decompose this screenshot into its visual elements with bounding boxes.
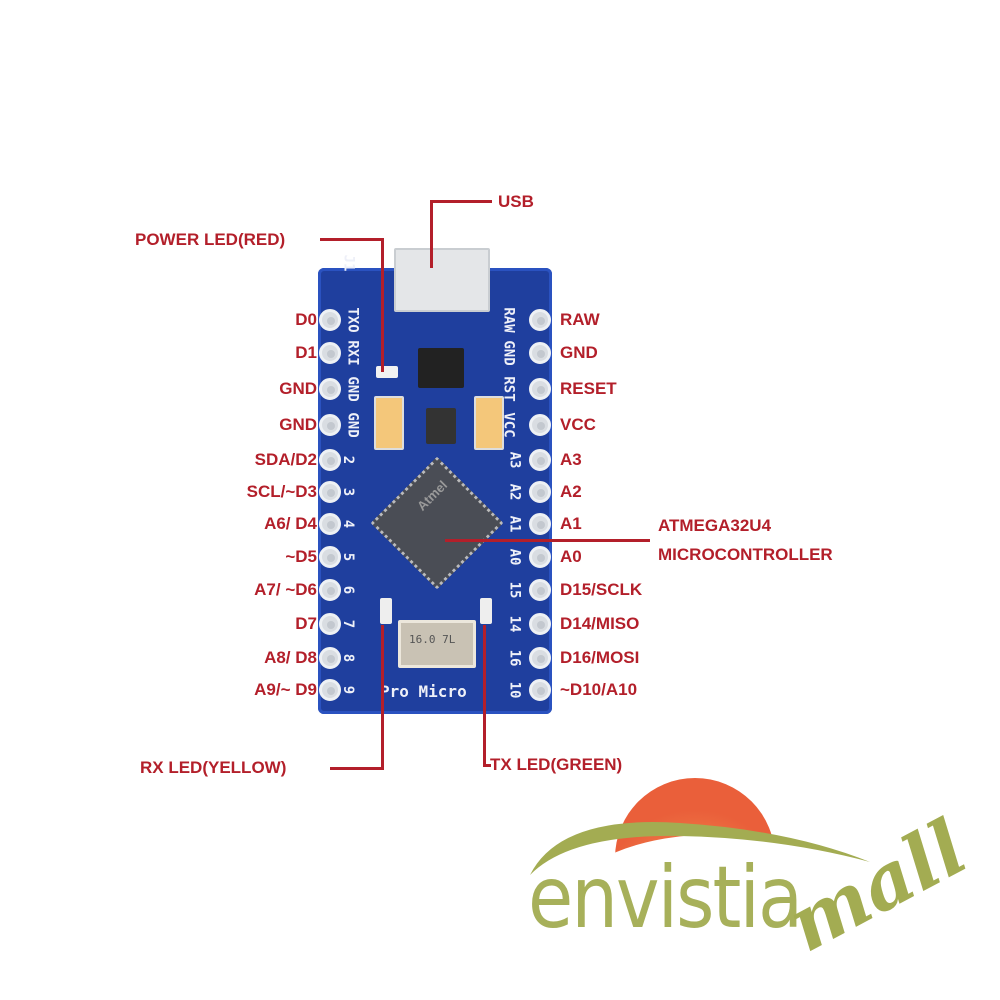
mcu-label-line1: ATMEGA32U4: [658, 516, 772, 535]
capacitor-left: [374, 396, 404, 450]
tx-led-leader-line: [483, 764, 491, 767]
pin-label-right: RESET: [560, 379, 617, 398]
crystal-text: 16.0 7L: [409, 633, 456, 646]
pin-label-right: A2: [560, 482, 582, 501]
header-pin: [529, 378, 551, 400]
regulator: [418, 348, 464, 388]
header-pin: [529, 546, 551, 568]
header-pin: [319, 513, 341, 535]
pin-label-right: D16/MOSI: [560, 648, 640, 667]
pin-label-left: A6/ D4: [264, 514, 317, 533]
header-pin: [319, 309, 341, 331]
tx-led-leader-line: [483, 625, 486, 767]
header-pin: [319, 579, 341, 601]
rx-led-leader-line: [381, 625, 384, 770]
crystal: 16.0 7L: [398, 620, 476, 668]
header-pin: [319, 647, 341, 669]
header-pin: [319, 679, 341, 701]
mcu-leader-line: [445, 539, 650, 542]
header-pin: [319, 342, 341, 364]
pin-label-left: SDA/D2: [254, 450, 317, 469]
pin-label-right: A1: [560, 514, 582, 533]
pin-label-right: ~D10/A10: [560, 680, 638, 699]
pin-label-left: D0: [295, 310, 317, 329]
pin-label-left: GND: [279, 415, 317, 434]
header-pin: [529, 414, 551, 436]
header-pin: [319, 414, 341, 436]
header-pin: [529, 613, 551, 635]
header-pin: [319, 481, 341, 503]
pin-label-right: VCC: [560, 415, 596, 434]
mcu-label-line2: MICROCONTROLLER: [658, 545, 833, 564]
usb-leader-line: [430, 200, 492, 203]
logo-word: envistia: [528, 848, 803, 948]
pin-label-right: D14/MISO: [560, 614, 640, 633]
pin-label-left: A7/ ~D6: [254, 580, 317, 599]
usb-leader-line: [430, 200, 433, 268]
pin-label-right: A3: [560, 450, 582, 469]
header-pin: [319, 378, 341, 400]
ic-small: [426, 408, 456, 444]
rx-led-label: RX LED(YELLOW): [140, 758, 287, 777]
pin-label-left: A9/~ D9: [254, 680, 317, 699]
rx-led: [380, 598, 392, 624]
tx-led-label: TX LED(GREEN): [490, 755, 623, 774]
header-pin: [319, 613, 341, 635]
pin-label-left: A8/ D8: [264, 648, 317, 667]
header-pin: [529, 679, 551, 701]
header-pin: [529, 342, 551, 364]
pin-label-right: GND: [560, 343, 598, 362]
header-pin: [529, 449, 551, 471]
header-pin: [529, 579, 551, 601]
header-pin: [529, 647, 551, 669]
header-pin: [529, 513, 551, 535]
header-pin: [319, 546, 341, 568]
power-led-leader-line: [381, 238, 384, 372]
pin-label-left: D7: [295, 614, 317, 633]
pin-label-left: D1: [295, 343, 317, 362]
tx-led: [480, 598, 492, 624]
pin-label-right: D15/SCLK: [560, 580, 643, 599]
pin-label-left: GND: [279, 379, 317, 398]
logo-swoosh: [530, 822, 870, 875]
rx-led-leader-line: [330, 767, 384, 770]
header-pin: [529, 481, 551, 503]
usb-label: USB: [498, 192, 534, 211]
pin-label-right: A0: [560, 547, 582, 566]
capacitor-right: [474, 396, 504, 450]
pin-label-left: ~D5: [285, 547, 317, 566]
power-led-leader-line: [320, 238, 384, 241]
header-pin: [529, 309, 551, 331]
power-led-label: POWER LED(RED): [135, 230, 286, 249]
header-pin: [319, 449, 341, 471]
board-name: Pro Micro: [380, 682, 467, 701]
pin-label-right: RAW: [560, 310, 600, 329]
usb-connector: [394, 248, 490, 312]
pin-label-left: SCL/~D3: [246, 482, 317, 501]
